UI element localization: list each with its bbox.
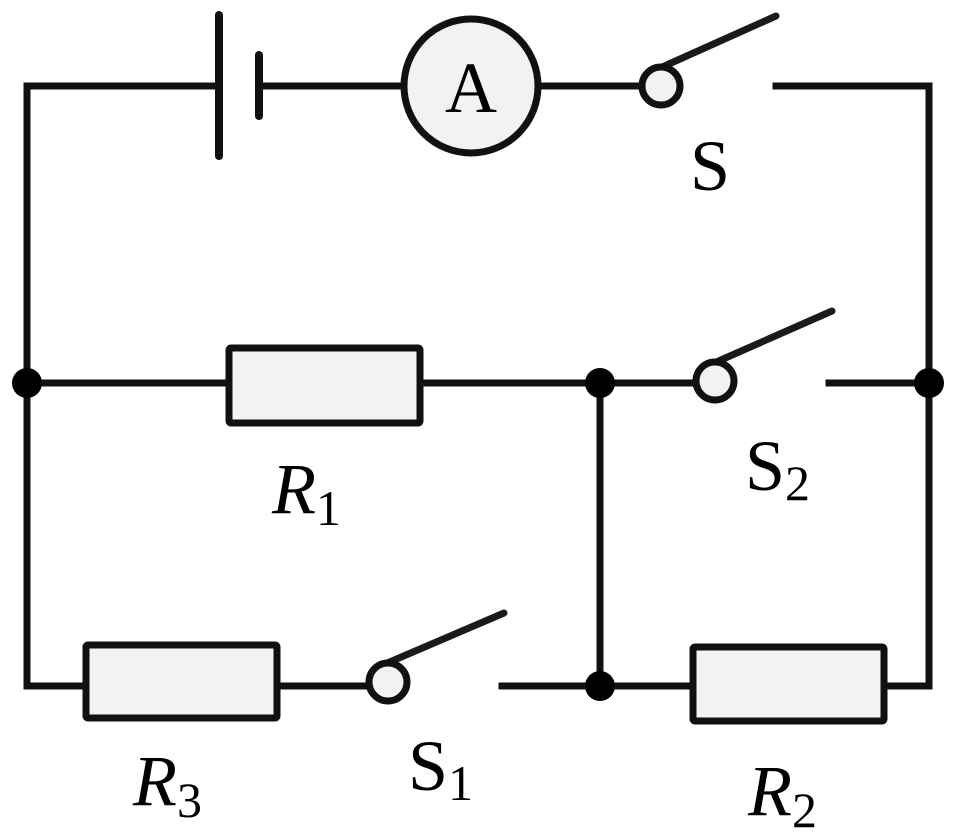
wire-r2-right (880, 679, 933, 690)
switch-s-label: S (690, 126, 730, 206)
switch-s[interactable] (638, 12, 780, 109)
wire-top-right (772, 82, 933, 384)
resistor-r3-label: R3 (132, 741, 202, 828)
switch-s1-pivot (365, 659, 411, 705)
switch-s-lever (656, 12, 780, 72)
resistor-r2-label-subscript: 2 (792, 782, 817, 838)
switch-s2-label-subscript: 2 (785, 455, 810, 511)
ammeter-label: A (445, 48, 497, 128)
switch-s2-lever (710, 307, 836, 367)
resistor-r1 (225, 344, 424, 427)
resistor-r2 (689, 643, 888, 725)
resistor-r3-label-subscript: 3 (177, 772, 202, 828)
resistor-r2-label: R2 (747, 751, 817, 838)
switch-s2-label-letter: S (745, 426, 785, 506)
ammeter: A (400, 15, 542, 157)
switch-s-pivot (638, 63, 684, 109)
junction-mid-top (585, 368, 615, 398)
junction-right (914, 368, 944, 398)
resistor-r3-label-letter: R (132, 741, 177, 821)
switch-s1-label: S1 (408, 726, 473, 811)
switch-s2[interactable] (692, 307, 836, 404)
switch-s1-lever (381, 609, 508, 668)
switch-s1-label-letter: S (408, 726, 448, 806)
junction-mid-bottom (585, 671, 615, 701)
switch-s-label-text: S (690, 126, 730, 206)
junction-left (12, 368, 42, 398)
switch-s2-pivot (692, 358, 738, 404)
resistor-r1-label-letter: R (271, 449, 316, 529)
wire-top-left (23, 82, 223, 384)
resistor-r1-label: R1 (271, 449, 341, 536)
resistor-r2-label-letter: R (747, 751, 792, 831)
switch-s1-label-subscript: 1 (448, 755, 473, 811)
switch-s2-label: S2 (745, 426, 810, 511)
resistor-r1-label-subscript: 1 (316, 480, 341, 536)
switch-s1[interactable] (365, 609, 508, 705)
resistor-r3 (82, 641, 281, 722)
